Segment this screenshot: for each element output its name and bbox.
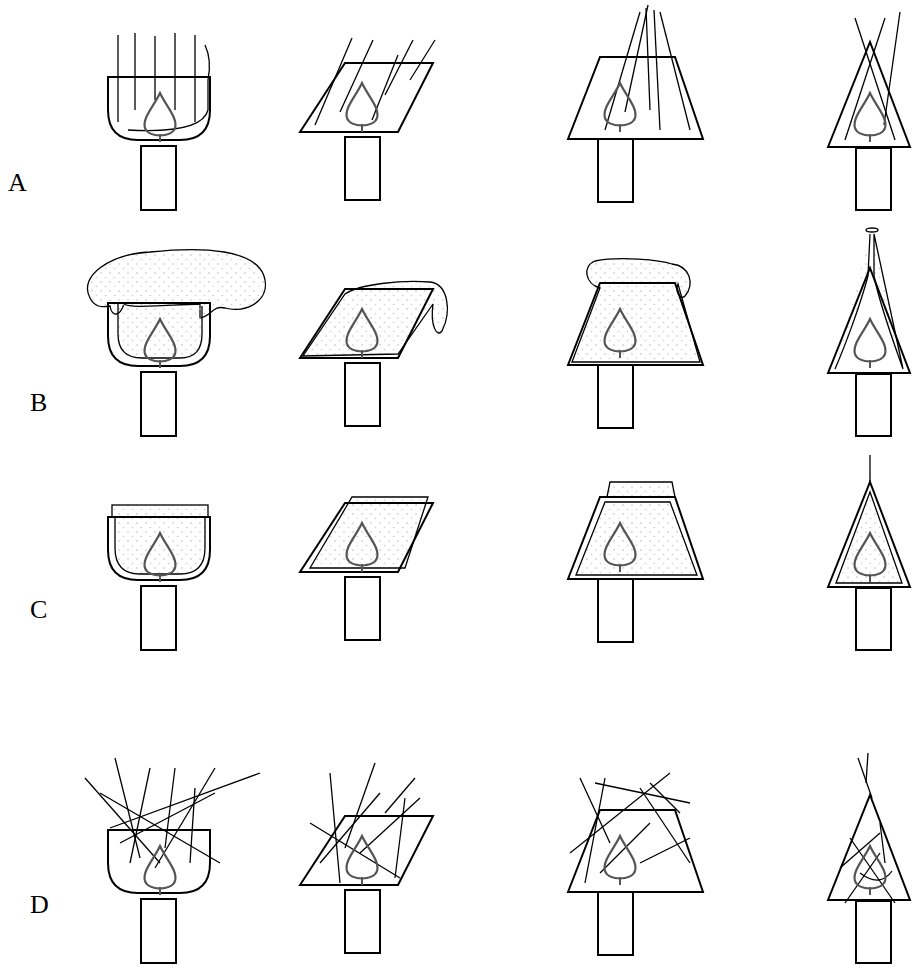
row-label: C [30,597,47,623]
row-c [108,455,910,650]
row-label: B [30,390,47,416]
row-d [85,753,910,963]
row-b [87,228,910,436]
row-label: D [30,892,49,918]
row-label: A [8,170,27,196]
row-a [108,5,910,210]
